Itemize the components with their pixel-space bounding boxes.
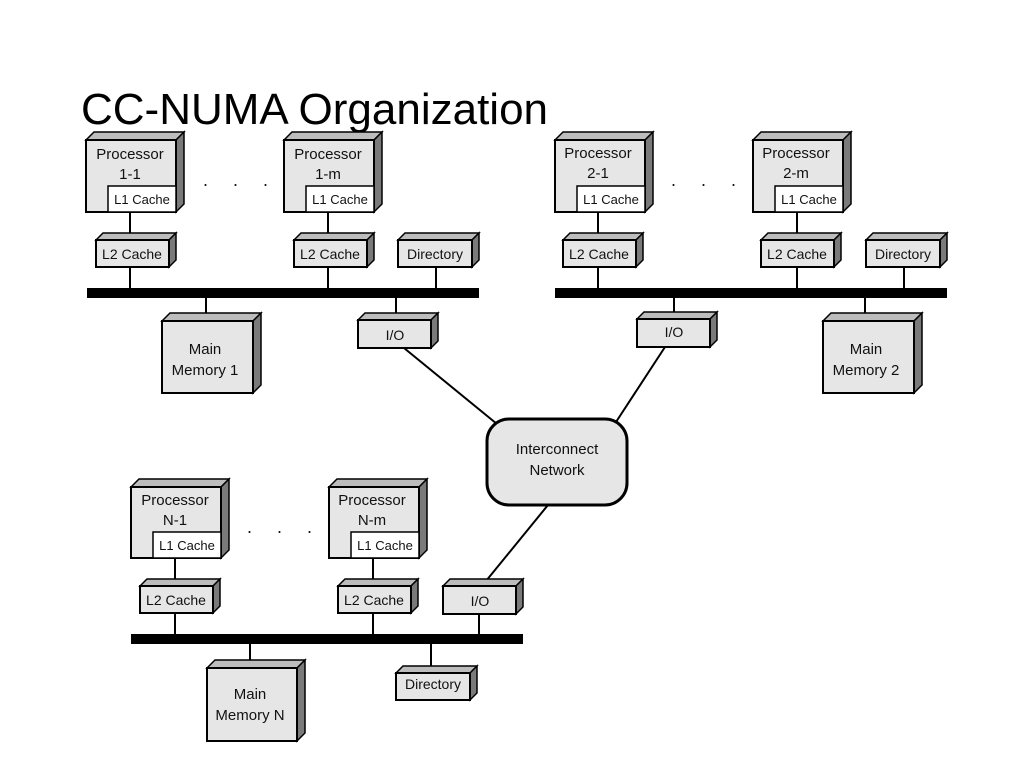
processor-id: 2-1 xyxy=(587,165,609,182)
io-box: I/O xyxy=(635,310,719,349)
l2-cache-label: L2 Cache xyxy=(767,246,827,262)
memory-label: Main xyxy=(234,686,267,703)
bus-node-n xyxy=(131,634,523,644)
processor-box: Processor N-1 L1 Cache xyxy=(129,477,231,560)
processor-label: Processor xyxy=(96,146,164,163)
memory-id: Memory 2 xyxy=(833,362,900,379)
processor-id: N-1 xyxy=(163,512,187,529)
processor-id: 1-m xyxy=(315,166,341,183)
l2-cache-label: L2 Cache xyxy=(344,592,404,608)
l1-cache-label: L1 Cache xyxy=(583,192,639,207)
l2-cache-label: L2 Cache xyxy=(300,246,360,262)
l2-cache-box: L2 Cache xyxy=(561,231,645,269)
processor-box: Processor 2-m L1 Cache xyxy=(751,130,853,214)
l2-cache-label: L2 Cache xyxy=(569,246,629,262)
io-box: I/O xyxy=(441,577,525,616)
processor-box: Processor 2-1 L1 Cache xyxy=(553,130,655,214)
io-box: I/O xyxy=(356,311,440,350)
memory-id: Memory N xyxy=(215,707,284,724)
l1-cache-label: L1 Cache xyxy=(159,538,215,553)
node-1: Processor 1-1 L1 Cache . . . Processor 1… xyxy=(84,130,481,395)
main-memory-box: Main Memory 1 xyxy=(160,311,263,395)
l2-cache-label: L2 Cache xyxy=(102,246,162,262)
l2-cache-box: L2 Cache xyxy=(94,231,178,269)
bus-node-1 xyxy=(87,288,479,298)
main-memory-box: Main Memory 2 xyxy=(821,311,924,395)
processor-ellipsis: . . . xyxy=(671,170,746,190)
main-memory-box: Main Memory N xyxy=(205,658,307,743)
interconnect-label: Interconnect xyxy=(516,441,599,458)
processor-id: 2-m xyxy=(783,165,809,182)
l1-cache-label: L1 Cache xyxy=(357,538,413,553)
slide-title: CC-NUMA Organization xyxy=(81,85,549,134)
l2-cache-box: L2 Cache xyxy=(336,577,420,615)
directory-box: Directory xyxy=(396,231,481,269)
processor-box: Processor 1-m L1 Cache xyxy=(282,130,384,214)
l2-cache-label: L2 Cache xyxy=(146,592,206,608)
memory-label: Main xyxy=(850,341,883,358)
processor-ellipsis: . . . xyxy=(203,170,278,190)
interconnect-label-2: Network xyxy=(529,462,585,479)
processor-label: Processor xyxy=(294,146,362,163)
node-n: Processor N-1 L1 Cache . . . Processor N… xyxy=(129,477,525,743)
io-label: I/O xyxy=(665,324,684,340)
l2-cache-box: L2 Cache xyxy=(759,231,843,269)
processor-box: Processor 1-1 L1 Cache xyxy=(84,130,186,214)
l2-cache-box: L2 Cache xyxy=(138,577,222,615)
processor-id: 1-1 xyxy=(119,166,141,183)
processor-box: Processor N-m L1 Cache xyxy=(327,477,429,560)
io-label: I/O xyxy=(386,327,405,343)
processor-label: Processor xyxy=(762,145,830,162)
memory-label: Main xyxy=(189,341,222,358)
processor-label: Processor xyxy=(141,492,209,509)
interconnect-network: Interconnect Network xyxy=(485,417,629,507)
directory-label: Directory xyxy=(875,246,931,262)
directory-label: Directory xyxy=(405,676,461,692)
l2-cache-box: L2 Cache xyxy=(292,231,376,269)
l1-cache-label: L1 Cache xyxy=(312,192,368,207)
processor-label: Processor xyxy=(564,145,632,162)
directory-label: Directory xyxy=(407,246,463,262)
memory-id: Memory 1 xyxy=(172,362,239,379)
processor-ellipsis: . . . xyxy=(247,517,322,537)
directory-box: Directory xyxy=(394,664,479,702)
l1-cache-label: L1 Cache xyxy=(781,192,837,207)
processor-id: N-m xyxy=(358,512,386,529)
node-2: Processor 2-1 L1 Cache . . . Processor 2… xyxy=(553,130,949,395)
io-label: I/O xyxy=(471,593,490,609)
directory-box: Directory xyxy=(864,231,949,269)
processor-label: Processor xyxy=(338,492,406,509)
l1-cache-label: L1 Cache xyxy=(114,192,170,207)
bus-node-2 xyxy=(555,288,947,298)
